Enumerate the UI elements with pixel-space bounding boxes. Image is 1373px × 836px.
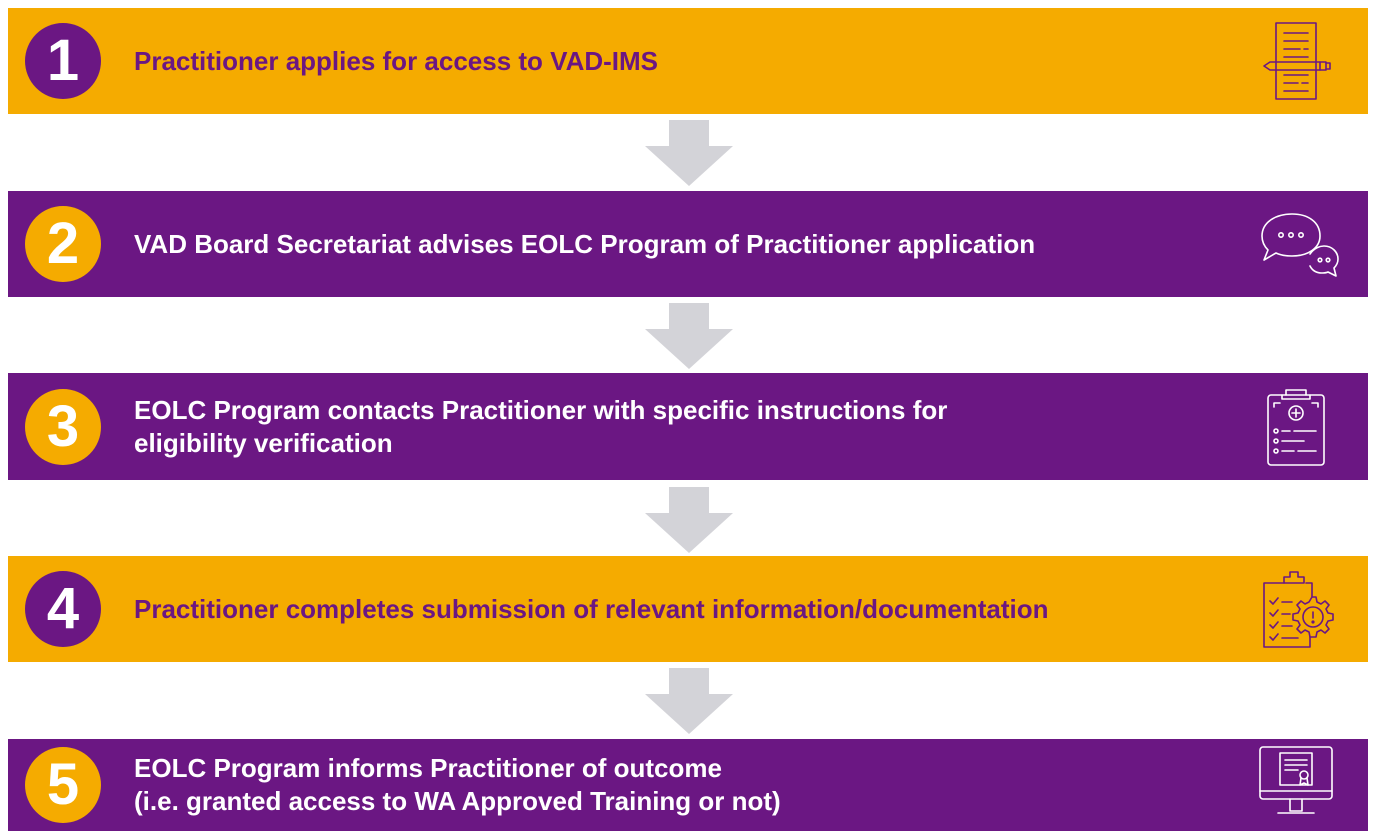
clipboard-gear-icon xyxy=(1254,567,1338,651)
step-5-text: EOLC Program informs Practitioner of out… xyxy=(134,753,781,816)
step-2-number: 2 xyxy=(25,206,101,282)
step-5-number: 5 xyxy=(25,747,101,823)
step-2: 2 VAD Board Secretariat advises EOLC Pro… xyxy=(8,191,1368,297)
step-3-number: 3 xyxy=(25,389,101,465)
step-3: 3 EOLC Program contacts Practitioner wit… xyxy=(8,373,1368,480)
step-4-text: Practitioner completes submission of rel… xyxy=(134,594,1049,624)
flow-arrow-2 xyxy=(645,303,733,373)
step-1-number: 1 xyxy=(25,23,101,99)
step-1-text: Practitioner applies for access to VAD-I… xyxy=(134,46,658,76)
step-3-text: EOLC Program contacts Practitioner with … xyxy=(134,395,948,458)
medical-clipboard-icon xyxy=(1254,385,1338,469)
step-4-number: 4 xyxy=(25,571,101,647)
monitor-certificate-icon xyxy=(1254,743,1338,827)
step-4: 4 Practitioner completes submission of r… xyxy=(8,556,1368,662)
step-2-text: VAD Board Secretariat advises EOLC Progr… xyxy=(134,229,1036,259)
flow-arrow-4 xyxy=(645,668,733,738)
flow-arrow-1 xyxy=(645,120,733,190)
step-1: 1 Practitioner applies for access to VAD… xyxy=(8,8,1368,114)
document-pencil-icon xyxy=(1254,19,1338,103)
chat-bubbles-icon xyxy=(1254,202,1339,286)
step-5: 5 EOLC Program informs Practitioner of o… xyxy=(8,739,1368,831)
flow-arrow-3 xyxy=(645,487,733,557)
